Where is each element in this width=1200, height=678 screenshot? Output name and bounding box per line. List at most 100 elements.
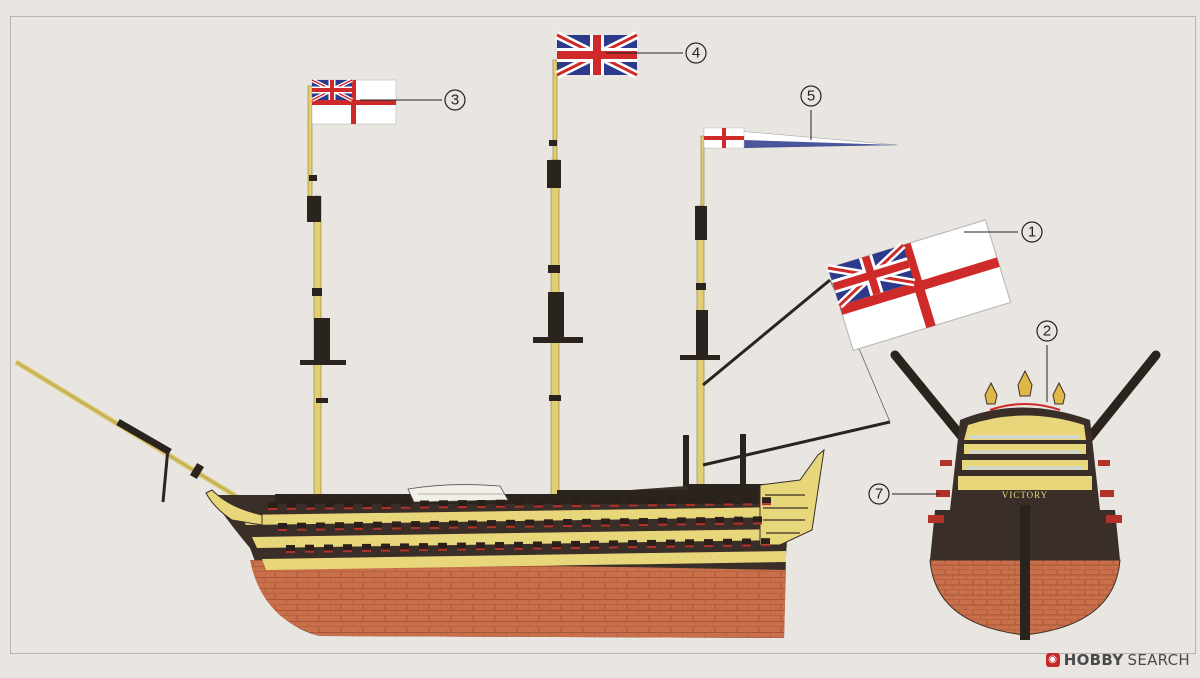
callout-3: 3 (444, 89, 466, 111)
gunport (723, 538, 732, 547)
gunport (734, 516, 743, 525)
gunport (476, 542, 485, 551)
gunport (381, 543, 390, 552)
gunport (363, 501, 372, 510)
gunport (335, 522, 344, 531)
gunport (344, 501, 353, 510)
gunport (297, 522, 306, 531)
gunport (609, 540, 618, 549)
gunport (677, 517, 686, 526)
gunport (572, 499, 581, 507)
fore-mast (300, 85, 346, 497)
gunport (620, 518, 629, 527)
gunport (324, 544, 333, 553)
gunport (420, 500, 429, 509)
gunport (658, 517, 667, 526)
gunport (582, 518, 591, 527)
gunport (268, 502, 277, 510)
diagram-frame (10, 16, 1196, 654)
hobby-search-logo-icon: ◉ (1045, 653, 1060, 667)
stern-name-text: VICTORY (1002, 490, 1048, 500)
ship-stern-view: VICTORY (890, 350, 1161, 640)
gunport (487, 520, 496, 529)
watermark-search: SEARCH (1127, 651, 1190, 669)
callout-7-label: 7 (875, 486, 883, 503)
ship-side-view (14, 59, 891, 638)
gunport (533, 541, 542, 550)
gunport (525, 519, 534, 528)
callout-4-label: 4 (692, 45, 700, 62)
gunport (610, 498, 619, 507)
gunport (278, 523, 287, 531)
gunport (628, 540, 637, 549)
flag-1-large-ensign (828, 220, 1011, 351)
mizzen-mast (680, 135, 720, 487)
gunport (753, 516, 762, 525)
gunport (685, 539, 694, 548)
gunport (571, 540, 580, 549)
callout-1-label: 1 (1028, 224, 1036, 241)
gunport (515, 499, 524, 508)
gunport (392, 521, 401, 530)
bowsprit (14, 359, 264, 515)
gunport (715, 516, 724, 525)
gunport (449, 520, 458, 529)
hobby-search-watermark: ◉ HOBBY SEARCH (1045, 651, 1190, 669)
callout-1: 1 (1021, 221, 1043, 243)
gunport (506, 519, 515, 528)
gunport (762, 497, 771, 506)
gunport (477, 500, 486, 508)
gunport (591, 498, 600, 507)
gunport (468, 520, 477, 529)
gunport (373, 521, 382, 530)
gunport (666, 539, 675, 548)
gunport (563, 519, 572, 527)
flag-4-union-jack (557, 35, 637, 75)
gunport (705, 497, 714, 506)
gunport (343, 544, 352, 553)
gunport (419, 543, 428, 552)
gunport (647, 539, 656, 548)
gunport (514, 541, 523, 550)
gunport (667, 498, 676, 507)
gunport (743, 497, 752, 506)
gunport (742, 538, 751, 547)
gunport (286, 545, 295, 553)
gunport (552, 541, 561, 550)
gunport (601, 518, 610, 527)
gunport (457, 542, 466, 551)
watermark-brand: HOBBY (1063, 651, 1124, 669)
flag-5-pennant (703, 127, 899, 149)
gunport (439, 500, 448, 509)
gunport (496, 499, 505, 508)
gunport (495, 542, 504, 550)
callout-lines (360, 52, 1048, 495)
gunport (704, 539, 713, 548)
gunport (354, 521, 363, 530)
callout-3-label: 3 (451, 92, 459, 109)
gunport (401, 500, 410, 509)
gunport (639, 518, 648, 526)
callout-7: 7 (868, 483, 890, 505)
callout-2: 2 (1036, 320, 1058, 342)
gunport (287, 501, 296, 510)
gunport (325, 501, 334, 510)
gunport (590, 540, 599, 549)
gunport (316, 522, 325, 531)
callout-2-label: 2 (1043, 323, 1051, 340)
gunport (458, 500, 467, 509)
main-mast (533, 59, 583, 506)
flag-3-ensign (312, 80, 396, 124)
hull-side (205, 448, 825, 638)
gunport (648, 498, 657, 507)
gaff-rigging (683, 278, 891, 490)
gunport (534, 499, 543, 508)
gunport (400, 543, 409, 552)
gunport (544, 519, 553, 528)
gunport (629, 498, 638, 507)
callout-4: 4 (685, 42, 707, 64)
gunport (724, 497, 733, 506)
gunport (438, 542, 447, 551)
